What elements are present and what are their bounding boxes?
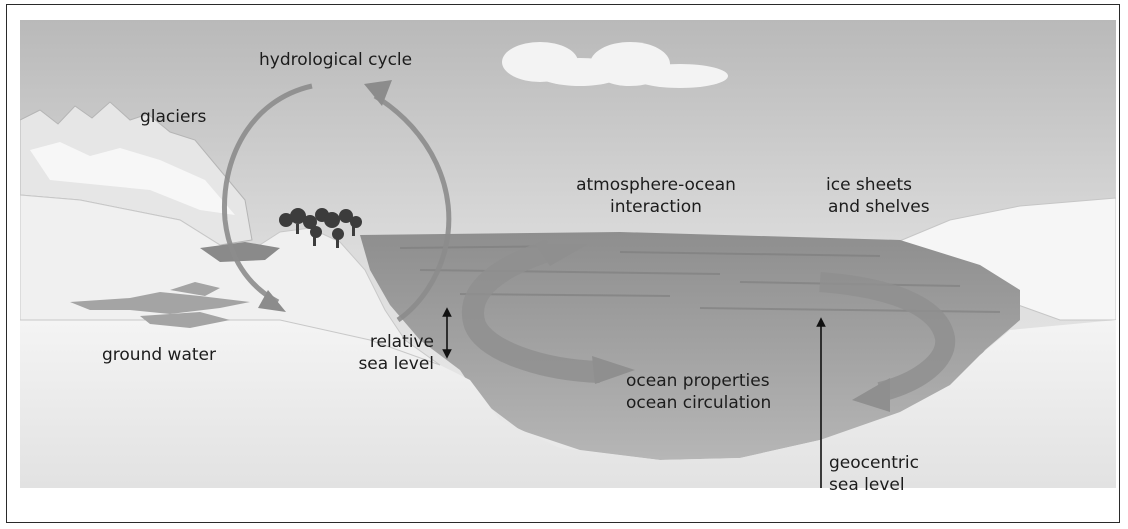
label-line: sea level (829, 474, 919, 496)
label-line: ice sheets (826, 174, 930, 196)
label-ice-sheets-and-shelves: ice sheets and shelves (826, 174, 930, 218)
sea-level-scene (20, 20, 1116, 488)
label-relative-sea-level: relative sea level (350, 331, 434, 375)
label-line: interaction (576, 196, 736, 218)
label-line: geocentric (829, 452, 919, 474)
label-ocean-properties-circulation: ocean properties ocean circulation (626, 370, 771, 414)
label-line: ocean circulation (626, 392, 771, 414)
label-ground-water: ground water (102, 344, 216, 366)
label-glaciers: glaciers (140, 106, 206, 128)
label-geocentric-sea-level: geocentric sea level (829, 452, 919, 496)
label-line: ocean properties (626, 370, 771, 392)
label-line: relative (350, 331, 434, 353)
label-hydrological-cycle: hydrological cycle (259, 49, 412, 71)
label-line: sea level (350, 353, 434, 375)
label-atmosphere-ocean-interaction: atmosphere-ocean interaction (576, 174, 736, 218)
label-line: and shelves (826, 196, 930, 218)
label-line: atmosphere-ocean (576, 174, 736, 196)
